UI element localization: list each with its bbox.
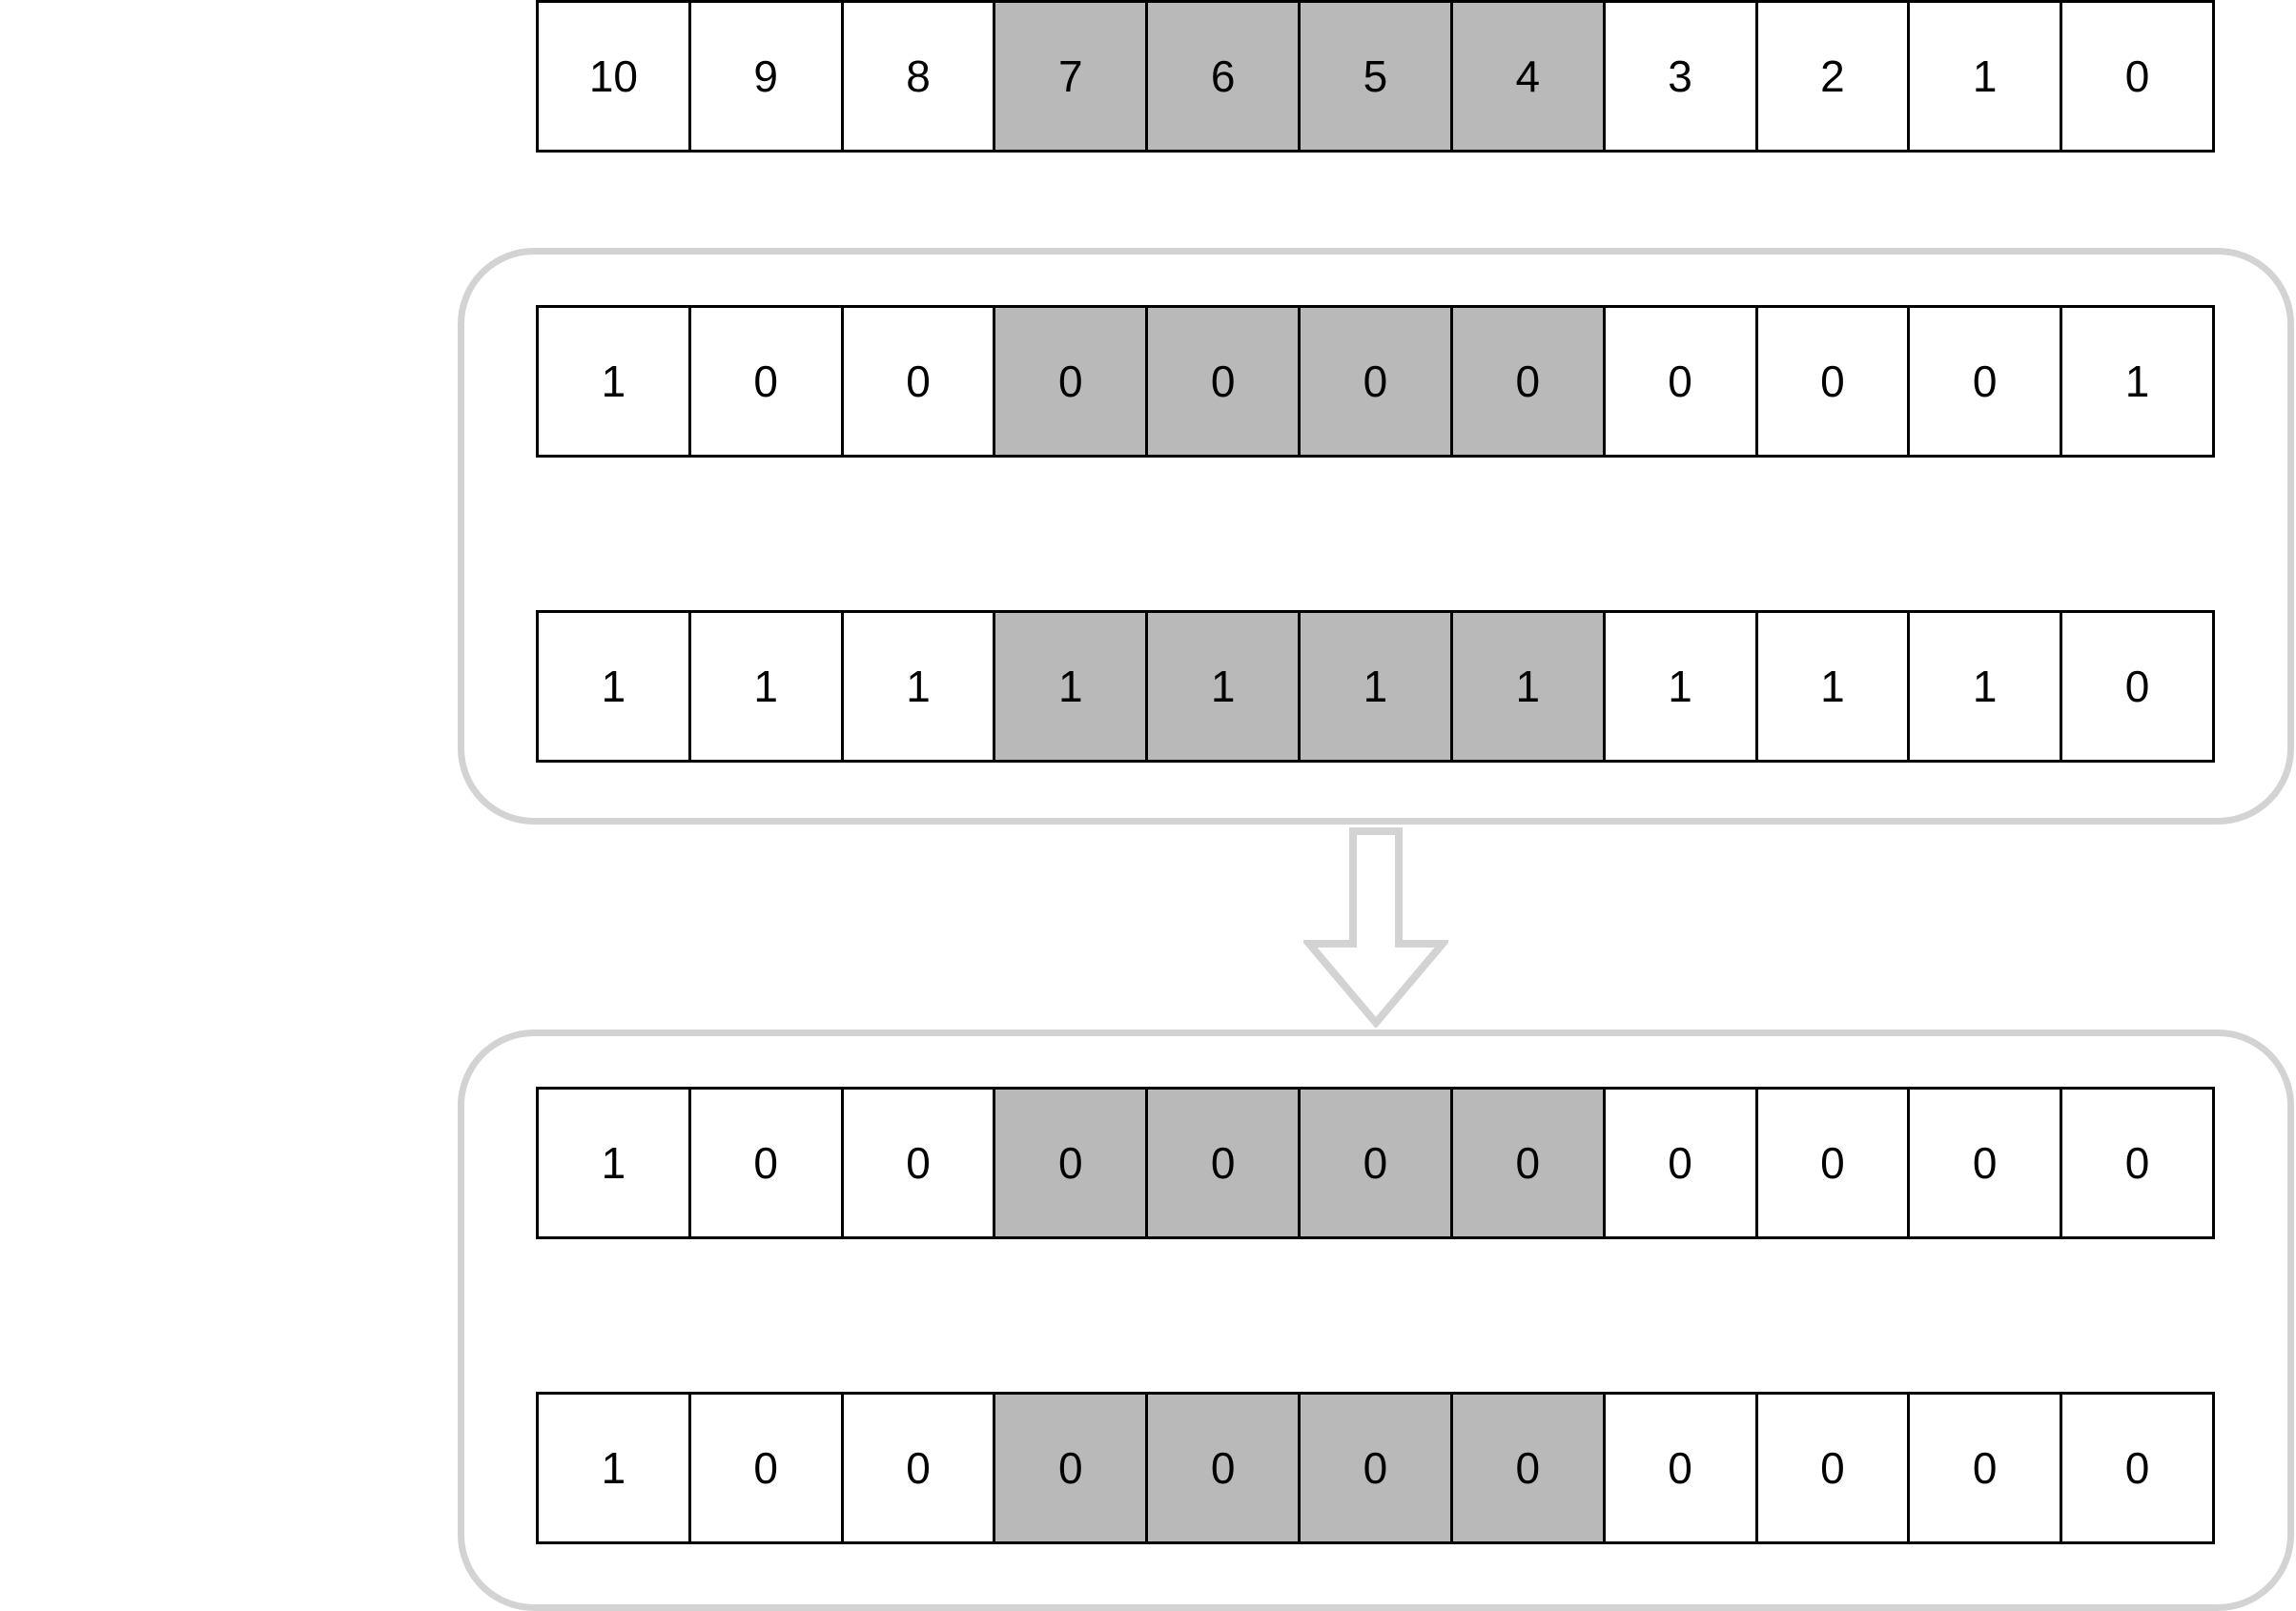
bit-cell: 3 — [1605, 3, 1758, 150]
bit-cell: 1 — [2062, 308, 2212, 455]
bit-cell: 0 — [2062, 1090, 2212, 1236]
bit-cell: 0 — [995, 1090, 1149, 1236]
bit-cell: 2 — [1757, 3, 1911, 150]
bit-cell: 0 — [995, 308, 1149, 455]
bit-cell: 10 — [539, 3, 691, 150]
bit-cell: 9 — [690, 3, 844, 150]
bit-cell: 1 — [843, 613, 996, 760]
bit-cell: 1 — [539, 613, 691, 760]
bit-cell: 0 — [1301, 1395, 1453, 1541]
bit-cell: 0 — [1910, 1395, 2063, 1541]
bit-cell: 0 — [1452, 1395, 1606, 1541]
bit-cell: 0 — [1605, 1090, 1758, 1236]
bit-cell: 0 — [1148, 308, 1302, 455]
bit-cell: 5 — [1301, 3, 1453, 150]
bit-cell: 1 — [1452, 613, 1606, 760]
bit-cell: 1 — [1757, 613, 1911, 760]
bit-cell: 1 — [1605, 613, 1758, 760]
bit-cell: 4 — [1452, 3, 1606, 150]
bit-cell: 6 — [1148, 3, 1302, 150]
bit-cell: 1 — [539, 1090, 691, 1236]
bit-cell: 1 — [1301, 613, 1453, 760]
bit-cell: 1 — [1910, 613, 2063, 760]
bit-cell: 0 — [1148, 1090, 1302, 1236]
bit-cell: 0 — [1757, 1395, 1911, 1541]
bit-cell: 8 — [843, 3, 996, 150]
bit-cell: 7 — [995, 3, 1149, 150]
bit-cell: 0 — [843, 308, 996, 455]
bit-cell: 0 — [1301, 1090, 1453, 1236]
bit-cell: 0 — [995, 1395, 1149, 1541]
bit-cell: 0 — [690, 1395, 844, 1541]
bit-cell: 0 — [1605, 308, 1758, 455]
bit-cell: 0 — [1910, 308, 2063, 455]
bit-cell: 1 — [539, 308, 691, 455]
bit-cell: 0 — [690, 1090, 844, 1236]
bit-cell: 1 — [1910, 3, 2063, 150]
bit-cell: 0 — [1452, 1090, 1606, 1236]
down-arrow-icon — [1303, 827, 1448, 1028]
bit-cell: 1 — [690, 613, 844, 760]
bit-cell: 1 — [1148, 613, 1302, 760]
bit-cell: 0 — [1757, 1090, 1911, 1236]
bit-cell: 1 — [995, 613, 1149, 760]
bit-cell: 1 — [539, 1395, 691, 1541]
bit-cell: 0 — [843, 1090, 996, 1236]
bit-cell: 0 — [2062, 3, 2212, 150]
bit-cell: 0 — [1452, 308, 1606, 455]
bit-cell: 0 — [690, 308, 844, 455]
bit-cell: 0 — [1605, 1395, 1758, 1541]
bit-cell: 0 — [1301, 308, 1453, 455]
bit-cell: 0 — [1148, 1395, 1302, 1541]
bit-cell: 0 — [843, 1395, 996, 1541]
bit-cell: 0 — [1757, 308, 1911, 455]
bit-cell: 0 — [2062, 1395, 2212, 1541]
bit-cell: 0 — [1910, 1090, 2063, 1236]
bit-cell: 0 — [2062, 613, 2212, 760]
